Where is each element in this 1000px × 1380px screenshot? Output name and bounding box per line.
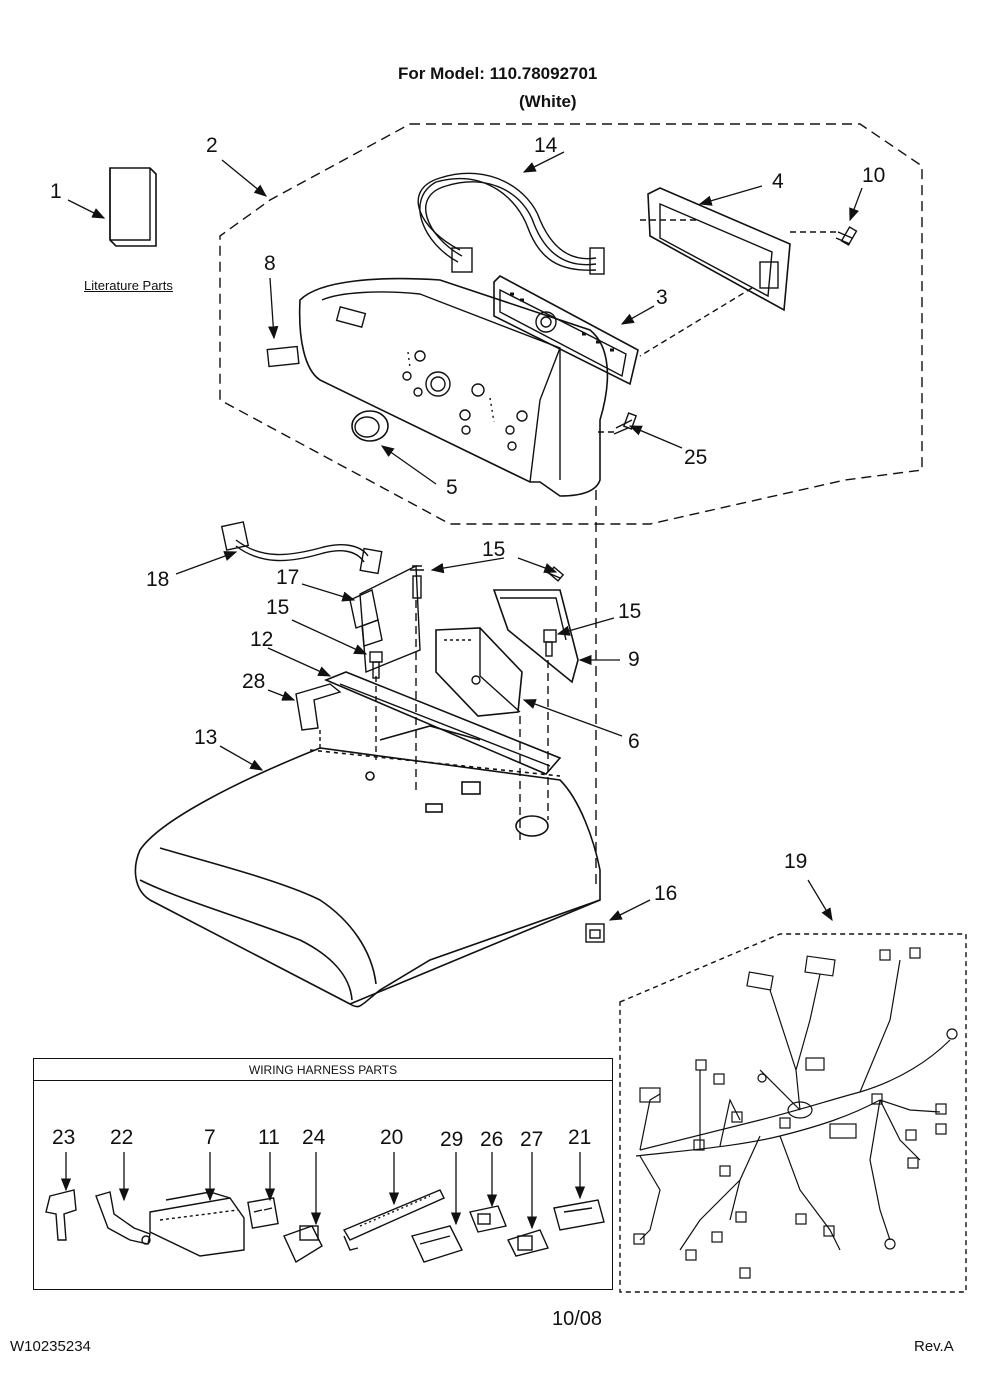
electronic-module-6-shape — [435, 627, 523, 717]
callout-28: 28 — [242, 670, 266, 693]
callout-25: 25 — [684, 446, 708, 469]
callout-7: 7 — [204, 1126, 216, 1149]
callout-29: 29 — [440, 1128, 464, 1151]
callout-15-left: 15 — [266, 596, 290, 619]
screw-25-shape — [613, 412, 638, 435]
console-bracket-shape — [647, 187, 791, 312]
callout-18: 18 — [146, 568, 170, 591]
callout-24: 24 — [302, 1126, 326, 1149]
leader-arrows — [60, 151, 863, 1230]
connector-26-shape — [469, 1205, 507, 1233]
connector-21-shape — [553, 1199, 605, 1231]
color-variant: (White) — [519, 92, 577, 111]
connector-29-shape — [411, 1225, 463, 1263]
callout-15-right: 15 — [618, 600, 642, 623]
callout-13: 13 — [194, 726, 218, 749]
screw-15-bracket-shape — [543, 629, 557, 657]
clip-23-shape — [45, 1189, 77, 1241]
callout-10: 10 — [862, 164, 886, 187]
literature-parts-label: Literature Parts — [84, 278, 173, 293]
cable-tie-20-shape — [342, 1189, 445, 1251]
screw-15-top-shape — [410, 565, 424, 599]
callout-8: 8 — [264, 252, 276, 275]
callout-4: 4 — [772, 170, 784, 193]
revision-date: 10/08 — [552, 1308, 603, 1330]
callout-16: 16 — [654, 882, 678, 905]
callout-3: 3 — [656, 286, 668, 309]
callout-22: 22 — [110, 1126, 134, 1149]
revision-label: Rev.A — [914, 1338, 954, 1355]
callout-27: 27 — [520, 1128, 544, 1151]
callout-1: 1 — [50, 180, 62, 203]
hinge-rail-12-shape — [323, 671, 562, 775]
callout-14: 14 — [534, 134, 558, 157]
spacer-28-shape — [295, 683, 342, 731]
cable-18-shape — [220, 521, 383, 575]
mounting-bracket-9-shape — [492, 589, 579, 684]
literature-booklet-icon — [109, 167, 157, 247]
connector-27-shape — [507, 1229, 549, 1257]
callout-17: 17 — [276, 566, 300, 589]
knob-shape — [351, 410, 389, 442]
callout-12: 12 — [250, 628, 274, 651]
terminal-22-shape — [95, 1191, 151, 1245]
callout-11: 11 — [258, 1126, 280, 1149]
main-harness-boundary — [619, 933, 967, 1293]
screw-15-mid-shape — [369, 651, 383, 679]
callout-6: 6 — [628, 730, 640, 753]
wiring-harness-parts-panel: WIRING HARNESS PARTS — [33, 1058, 613, 1290]
callout-20: 20 — [380, 1126, 404, 1149]
top-cover-13-shape — [134, 725, 601, 1008]
screw-10-shape — [835, 226, 858, 246]
callout-2: 2 — [206, 134, 218, 157]
callout-19: 19 — [784, 850, 808, 873]
model-title: For Model: 110.78092701 — [398, 64, 598, 83]
callout-9: 9 — [628, 648, 640, 671]
console-wire-harness-shape — [417, 172, 605, 275]
control-board-shape — [493, 275, 639, 386]
console-panel-shape — [298, 277, 609, 497]
callout-15-top: 15 — [482, 538, 506, 561]
callout-23: 23 — [52, 1126, 76, 1149]
main-wire-harness-19-shape — [633, 947, 958, 1279]
connector-11-shape — [247, 1197, 279, 1229]
switch-board-17-shape — [349, 564, 421, 674]
wiring-harness-title: WIRING HARNESS PARTS — [34, 1059, 612, 1081]
document-number: W10235234 — [10, 1338, 91, 1355]
console-assembly-boundary — [219, 123, 923, 525]
control-panel-label-shape — [266, 345, 300, 368]
connector-24-shape — [283, 1225, 323, 1264]
callout-5: 5 — [446, 476, 458, 499]
callout-26: 26 — [480, 1128, 504, 1151]
callout-21: 21 — [568, 1126, 592, 1149]
foot-16-shape — [585, 923, 605, 943]
